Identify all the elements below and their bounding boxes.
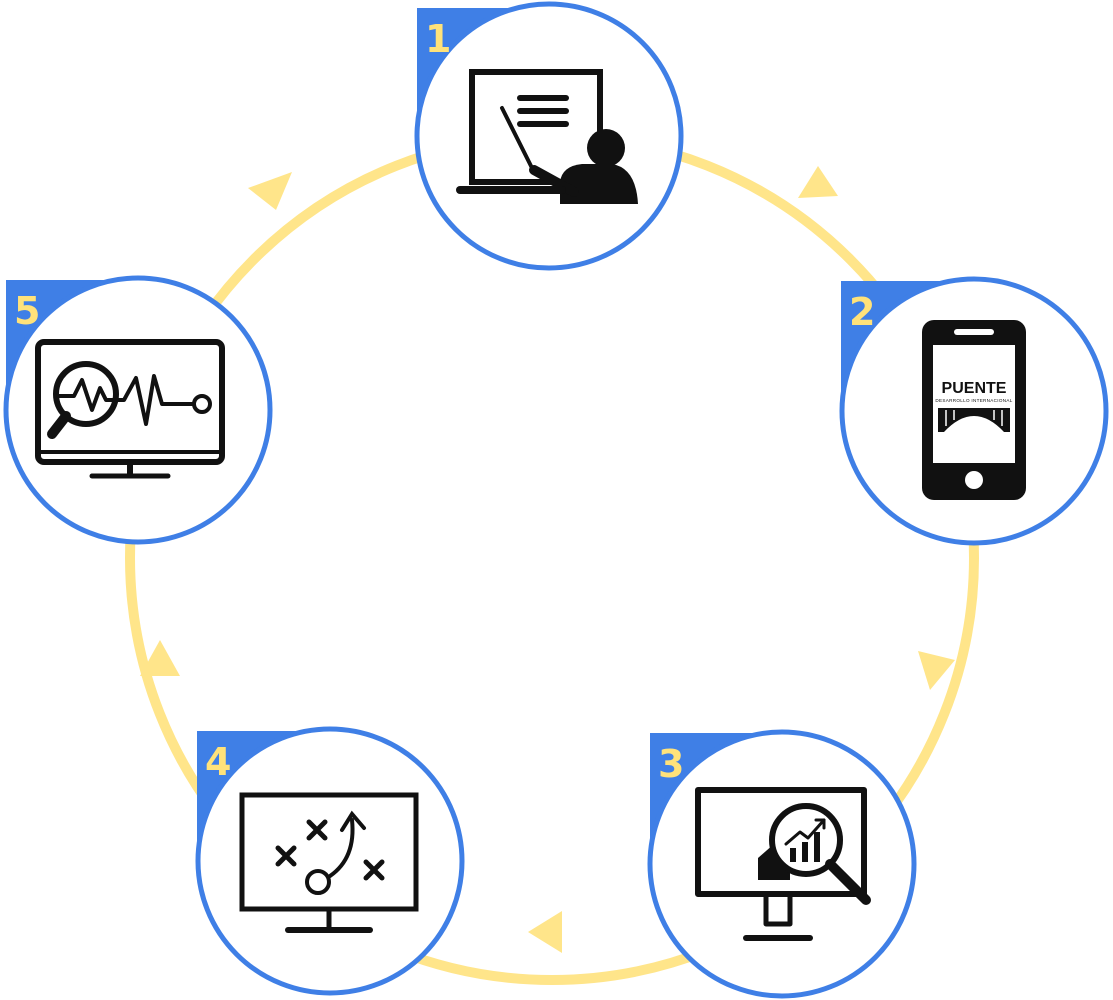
- step-3-number: 3: [658, 742, 684, 786]
- step-5: 5: [3, 275, 273, 545]
- step-4-number: 4: [205, 740, 231, 784]
- arrow-1-to-2: [798, 166, 838, 198]
- step-1-circle: [414, 1, 684, 271]
- step-5-circle: [3, 275, 273, 545]
- step-4: 4: [195, 726, 465, 996]
- brand-tagline: DESARROLLO INTERNACIONAL: [935, 398, 1012, 403]
- x-mark-icon: [306, 819, 328, 841]
- step-2: 2 PUENTE DESARROLLO INTERNACIONAL: [839, 276, 1109, 546]
- step-4-circle: [195, 726, 465, 996]
- bridge-logo-icon: [938, 408, 1010, 432]
- teacher-presentation-icon: [456, 69, 638, 204]
- flow-arrows: [140, 166, 955, 953]
- monitor-analytics-search-icon: [695, 787, 871, 941]
- x-mark-icon: [363, 859, 385, 881]
- monitor-analysis-pulse-icon: [35, 339, 225, 479]
- step-5-number: 5: [14, 289, 40, 333]
- strategy-board-icon: [239, 792, 419, 933]
- step-1-number: 1: [425, 17, 451, 61]
- brand-name: PUENTE: [942, 380, 1007, 397]
- x-mark-icon: [275, 845, 297, 867]
- arrow-4-to-5: [140, 640, 180, 676]
- arrow-5-to-1: [248, 172, 292, 210]
- arrow-3-to-4: [528, 911, 562, 953]
- arrow-2-to-3: [918, 651, 955, 690]
- step-1: 1: [414, 1, 684, 271]
- step-3: 3: [647, 729, 917, 999]
- smartphone-icon: PUENTE DESARROLLO INTERNACIONAL: [922, 320, 1026, 500]
- step-2-number: 2: [849, 290, 875, 334]
